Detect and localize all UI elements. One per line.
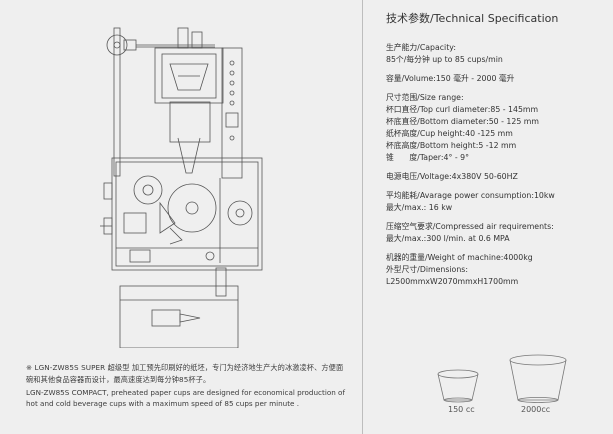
spec-dimensions-value: L2500mmxW2070mmxH1700mm: [386, 277, 519, 286]
spec-bottom-height: 杯底高度/Bottom height:5 -12 mm: [386, 141, 517, 150]
spec-air-value: 最大/max.:300 l/min. at 0.6 MPA: [386, 234, 510, 243]
spec-capacity-value: 85个/每分钟 up to 85 cups/min: [386, 55, 503, 64]
spec-taper: 锥 度/Taper:4° - 9°: [386, 153, 469, 162]
cup-large-label: 2000cc: [521, 405, 551, 414]
spec-volume: 容量/Volume:150 毫升 - 2000 毫升: [386, 74, 515, 83]
spec-capacity-label: 生产能力/Capacity:: [386, 43, 456, 52]
machine-drawing: [100, 18, 355, 349]
spec-title: 技术参数/Technical Specification: [386, 12, 559, 25]
product-description: ※ LGN-ZW85S SUPER 超级型 加工预先印刷好的纸坯，专门为经济地生…: [26, 362, 348, 409]
spec-weight: 机器的重量/Weight of machine:4000kg: [386, 253, 533, 262]
spec-avg-power: 平均能耗/Avarage power consumption:10kw: [386, 191, 555, 200]
spec-max-power: 最大/max.: 16 kw: [386, 203, 453, 212]
spec-cup-height: 纸杯高度/Cup height:40 -125 mm: [386, 129, 513, 138]
spec-air-label: 压缩空气要求/Compressed air requirements:: [386, 222, 554, 231]
description-en: LGN-ZW85S COMPACT, preheated paper cups …: [26, 388, 345, 408]
spec-bottom-diameter: 杯底直径/Bottom diameter:50 - 125 mm: [386, 117, 539, 126]
technical-specification: 技术参数/Technical Specification 生产能力/Capaci…: [386, 10, 608, 288]
spec-voltage: 电源电压/Voltage:4x380V 50-60HZ: [386, 172, 518, 181]
section-divider: [362, 0, 363, 434]
cup-size-illustrations: 150 cc 2000cc: [420, 352, 610, 432]
description-cn: ※ LGN-ZW85S SUPER 超级型 加工预先印刷好的纸坯，专门为经济地生…: [26, 363, 344, 384]
spec-dimensions-label: 外型尺寸/Dimensions:: [386, 265, 468, 274]
cup-small-label: 150 cc: [448, 405, 475, 414]
spec-size-range: 尺寸范围/Size range:: [386, 93, 464, 102]
cup-large-icon: [509, 354, 567, 403]
cup-small-icon: [437, 369, 479, 403]
spec-top-curl: 杯口直径/Top curl diameter:85 - 145mm: [386, 105, 539, 114]
